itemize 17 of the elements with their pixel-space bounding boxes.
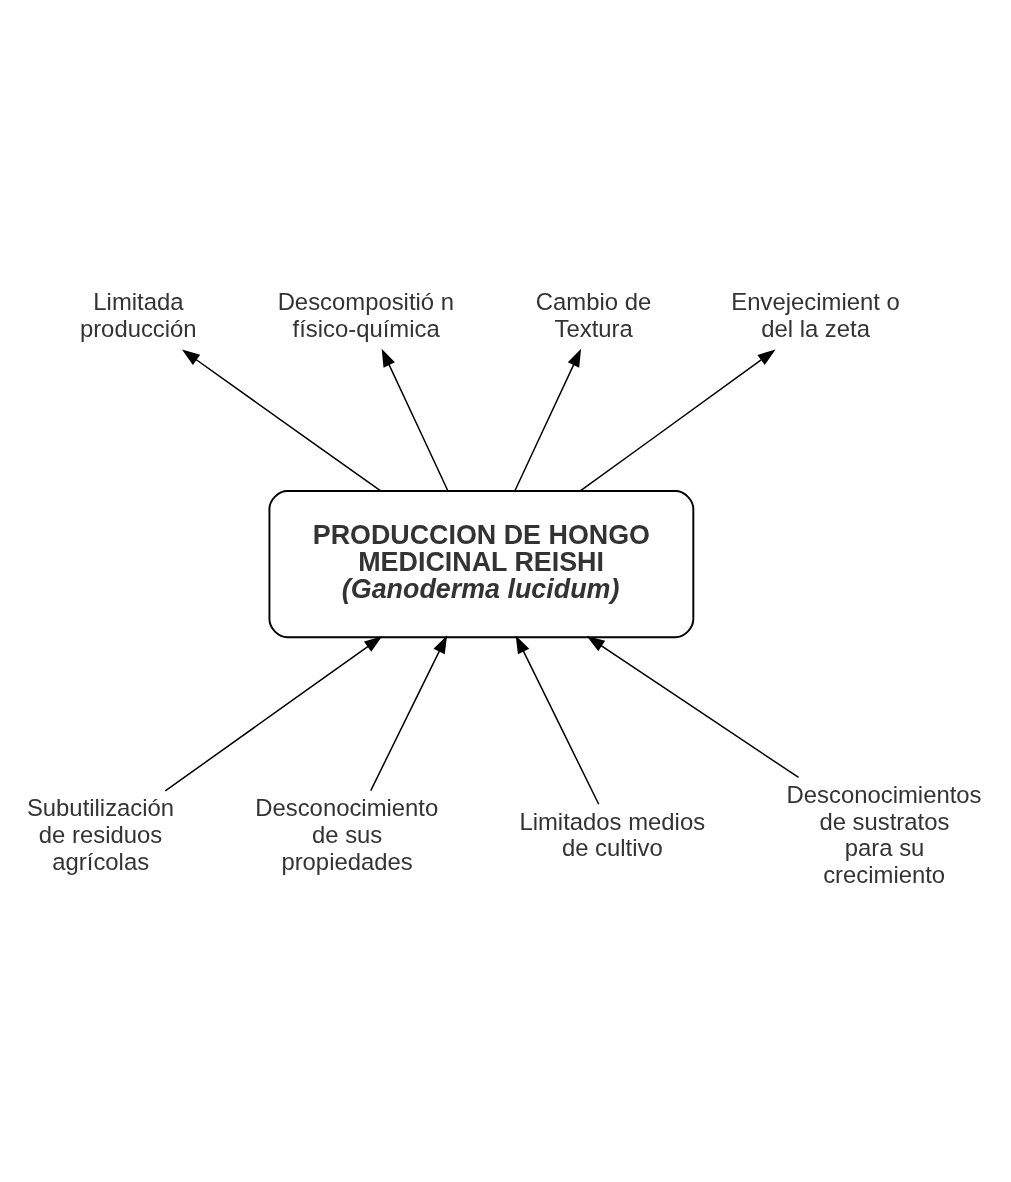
- arrow: [181, 349, 381, 492]
- node-text: Limitada producción: [79, 288, 197, 342]
- arrow: [369, 635, 447, 792]
- node-text: Desconocimiento de sus propiedades: [254, 794, 438, 875]
- node-text: Limitados medios de cultivo: [518, 807, 705, 862]
- arrow: [513, 348, 581, 492]
- node-text: Envejecimient o del la zeta: [730, 288, 900, 342]
- node-text: Descompositió n físico-química: [277, 288, 454, 342]
- node-box: PRODUCCION DE HONGO MEDICINAL REISHI (Ganoderma lucidum): [267, 490, 694, 639]
- arrow: [164, 636, 382, 792]
- arrow: [381, 348, 449, 492]
- node-text: Subutilización de residuos agrícolas: [26, 794, 174, 875]
- arrow: [586, 636, 799, 779]
- arrow: [515, 635, 599, 805]
- node-text: Desconocimientos de sustratos para su crecimiento: [786, 780, 982, 889]
- node-text: Cambio de Textura: [535, 288, 651, 342]
- arrow: [579, 349, 776, 492]
